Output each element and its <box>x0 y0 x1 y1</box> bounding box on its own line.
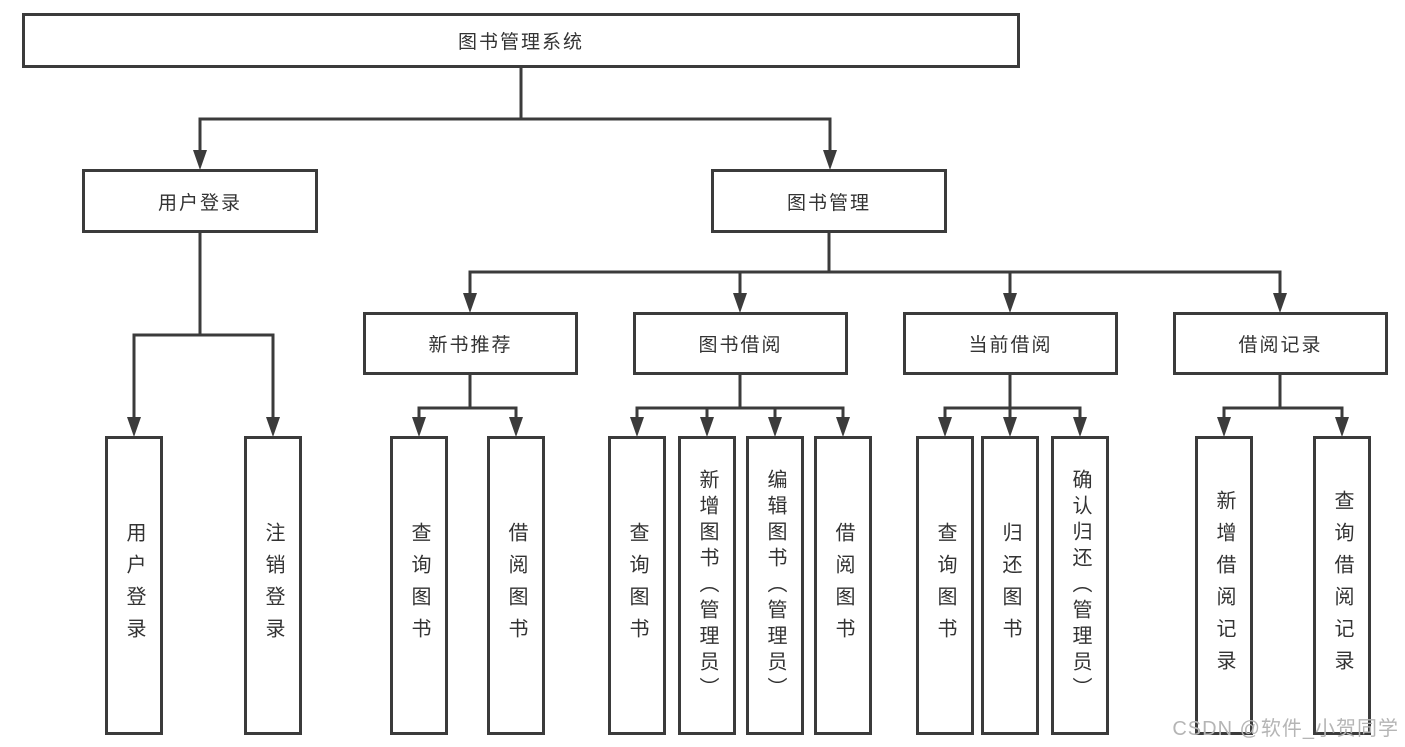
node-book-borrowing: 图书借阅 <box>633 312 848 375</box>
leaf-edit-book-admin: 编辑图书（管理员） <box>746 436 804 735</box>
csdn-watermark: CSDN @软件_小贺同学 <box>1172 718 1399 740</box>
leaf-add-borrow-record: 新增借阅记录 <box>1195 436 1253 735</box>
node-label: 新书推荐 <box>428 335 513 356</box>
node-label: 借阅图书 <box>832 521 854 650</box>
leaf-query-books-current: 查询图书 <box>916 436 974 735</box>
node-label: 借阅记录 <box>1238 335 1323 356</box>
leaf-query-books-recommend: 查询图书 <box>390 436 448 735</box>
arrowheads <box>127 150 1349 437</box>
node-new-book-recommend: 新书推荐 <box>363 312 578 375</box>
leaf-query-borrow-record: 查询借阅记录 <box>1313 436 1371 735</box>
node-label: 图书借阅 <box>698 335 783 356</box>
node-label: 确认归还（管理员） <box>1069 468 1091 703</box>
node-label: 用户登录 <box>123 521 145 650</box>
node-label: 借阅图书 <box>505 521 527 650</box>
leaf-borrow-books-recommend: 借阅图书 <box>487 436 545 735</box>
node-label: 查询借阅记录 <box>1331 489 1353 682</box>
node-label: 用户登录 <box>157 192 242 214</box>
node-label: 注销登录 <box>262 521 284 650</box>
node-library-system: 图书管理系统 <box>22 13 1020 68</box>
leaf-query-books-borrowing: 查询图书 <box>608 436 666 735</box>
node-label: 归还图书 <box>999 521 1021 650</box>
node-label: 编辑图书（管理员） <box>764 468 786 703</box>
node-label: 当前借阅 <box>968 335 1053 356</box>
node-label: 图书管理系统 <box>457 32 584 53</box>
node-label: 查询图书 <box>626 521 648 650</box>
leaf-logout-login: 注销登录 <box>244 436 302 735</box>
leaf-add-book-admin: 新增图书（管理员） <box>678 436 736 735</box>
leaf-borrow-books: 借阅图书 <box>814 436 872 735</box>
leaf-confirm-return-admin: 确认归还（管理员） <box>1051 436 1109 735</box>
leaf-user-login: 用户登录 <box>105 436 163 735</box>
node-label: 查询图书 <box>934 521 956 650</box>
node-current-borrowing: 当前借阅 <box>903 312 1118 375</box>
node-borrowing-records: 借阅记录 <box>1173 312 1388 375</box>
leaf-return-books: 归还图书 <box>981 436 1039 735</box>
node-label: 查询图书 <box>408 521 430 650</box>
node-label: 新增借阅记录 <box>1213 489 1235 682</box>
node-user-login: 用户登录 <box>82 169 318 233</box>
node-label: 新增图书（管理员） <box>696 468 718 703</box>
node-book-management: 图书管理 <box>711 169 947 233</box>
node-label: 图书管理 <box>786 192 871 214</box>
